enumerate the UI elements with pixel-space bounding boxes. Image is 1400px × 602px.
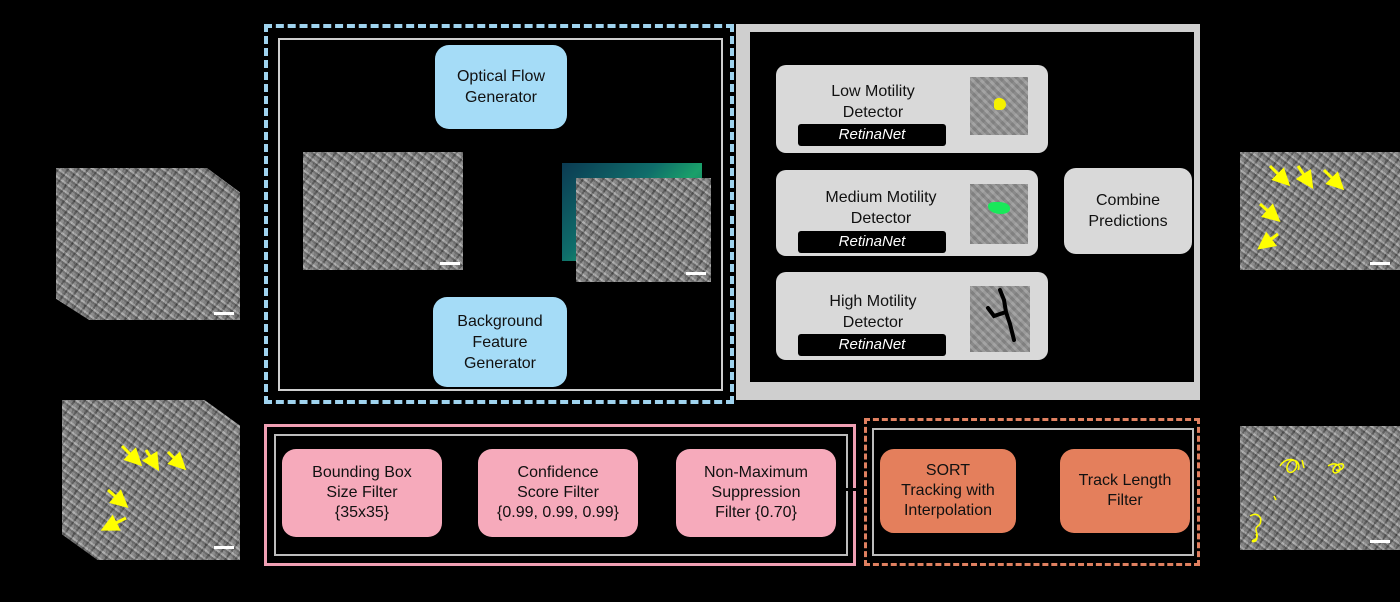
bbox-filter-line1: Bounding Box bbox=[312, 464, 412, 481]
arrow-nms-to-tracking bbox=[836, 488, 880, 491]
low-motility-line1: Low Motility bbox=[831, 83, 915, 100]
filter-input-image bbox=[62, 400, 240, 560]
bounding-box-size-filter: Bounding Box Size Filter {35x35} bbox=[282, 449, 442, 537]
filter-input-arrows bbox=[100, 444, 187, 531]
confidence-score-filter: Confidence Score Filter {0.99, 0.99, 0.9… bbox=[478, 449, 638, 537]
high-motility-detector-label: High Motility Detector bbox=[798, 291, 948, 333]
bbox-filter-line2: Size Filter bbox=[326, 484, 398, 501]
background-generator-line1: Background bbox=[457, 312, 543, 330]
arrow-to-filters bbox=[240, 492, 274, 495]
input-video-frame bbox=[56, 168, 240, 320]
detection-output-image bbox=[1240, 152, 1400, 270]
bbox-filter-line3: {35x35} bbox=[334, 504, 390, 521]
detection-output-scale-bar bbox=[1370, 262, 1390, 265]
medium-motility-model-label: RetinaNet bbox=[798, 231, 946, 253]
combine-line1: Combine bbox=[1095, 192, 1161, 209]
arrow-sort-to-track-length bbox=[1016, 490, 1060, 493]
arrow-input-to-preprocess bbox=[240, 262, 280, 265]
arrow-confidence-to-nms bbox=[638, 492, 676, 495]
tracking-stage-border bbox=[864, 418, 1200, 566]
filter-input-scale-bar bbox=[214, 546, 234, 549]
medium-motility-detection-mark bbox=[988, 202, 1010, 214]
medium-motility-detector-label: Medium Motility Detector bbox=[798, 187, 964, 229]
sort-tracking-box: SORT Tracking with Interpolation bbox=[880, 449, 1016, 533]
nms-filter-line1: Non-Maximum bbox=[703, 464, 808, 481]
high-motility-line2: Detector bbox=[842, 314, 904, 331]
preprocess-frame-image bbox=[303, 152, 463, 270]
confidence-filter-line2: Score Filter bbox=[517, 484, 599, 501]
high-motility-line1: High Motility bbox=[829, 293, 917, 310]
combined-feature-scale-bar bbox=[686, 272, 706, 275]
tracks-output-image bbox=[1240, 426, 1400, 550]
detection-output-arrows bbox=[1257, 164, 1345, 250]
track-length-filter-box: Track Length Filter bbox=[1060, 449, 1190, 533]
optical-flow-generator-box: Optical Flow Generator bbox=[435, 45, 567, 129]
background-feature-generator-box: Background Feature Generator bbox=[433, 297, 567, 387]
medium-motility-line1: Medium Motility bbox=[825, 189, 937, 206]
low-motility-detection-mark bbox=[994, 98, 1006, 110]
high-motility-model-label: RetinaNet bbox=[798, 334, 946, 356]
nms-filter-line2: Suppression bbox=[711, 484, 801, 501]
arrow-bbox-to-confidence bbox=[442, 492, 478, 495]
background-generator-line2: Feature bbox=[472, 333, 528, 351]
low-motility-line2: Detector bbox=[842, 104, 904, 121]
low-motility-detector-label: Low Motility Detector bbox=[798, 81, 948, 123]
nms-filter-line3: Filter {0.70} bbox=[715, 504, 797, 521]
tracks-output-trajectories bbox=[1249, 458, 1345, 543]
optical-flow-generator-line1: Optical Flow bbox=[456, 68, 546, 85]
filtering-inner-frame bbox=[274, 434, 848, 556]
sort-tracking-line3: Interpolation bbox=[903, 502, 993, 519]
sort-tracking-line2: Tracking with bbox=[901, 482, 995, 499]
medium-motility-example-image bbox=[970, 184, 1028, 244]
high-motility-example-image bbox=[970, 286, 1030, 352]
preprocessing-stage-border bbox=[264, 24, 734, 404]
combine-predictions-box: Combine Predictions bbox=[1064, 168, 1192, 254]
tracking-inner-frame bbox=[872, 428, 1194, 556]
medium-motility-line2: Detector bbox=[850, 210, 912, 227]
sort-tracking-line1: SORT bbox=[925, 462, 971, 479]
input-scale-bar bbox=[214, 312, 234, 315]
tracks-output-scale-bar bbox=[1370, 540, 1390, 543]
track-length-line1: Track Length bbox=[1078, 472, 1172, 489]
combine-line2: Predictions bbox=[1088, 213, 1168, 230]
combined-feature-image bbox=[576, 178, 711, 282]
background-generator-line3: Generator bbox=[463, 354, 537, 372]
low-motility-model-label: RetinaNet bbox=[798, 124, 946, 146]
optical-flow-generator-line2: Generator bbox=[464, 89, 538, 106]
preprocess-frame-scale-bar bbox=[440, 262, 460, 265]
filtering-stage-border bbox=[264, 424, 856, 566]
confidence-filter-line1: Confidence bbox=[517, 464, 599, 481]
track-length-line2: Filter bbox=[1107, 492, 1143, 509]
confidence-filter-line3: {0.99, 0.99, 0.99} bbox=[497, 504, 619, 521]
non-maximum-suppression-filter: Non-Maximum Suppression Filter {0.70} bbox=[676, 449, 836, 537]
high-motility-detection-mark bbox=[986, 288, 1016, 342]
